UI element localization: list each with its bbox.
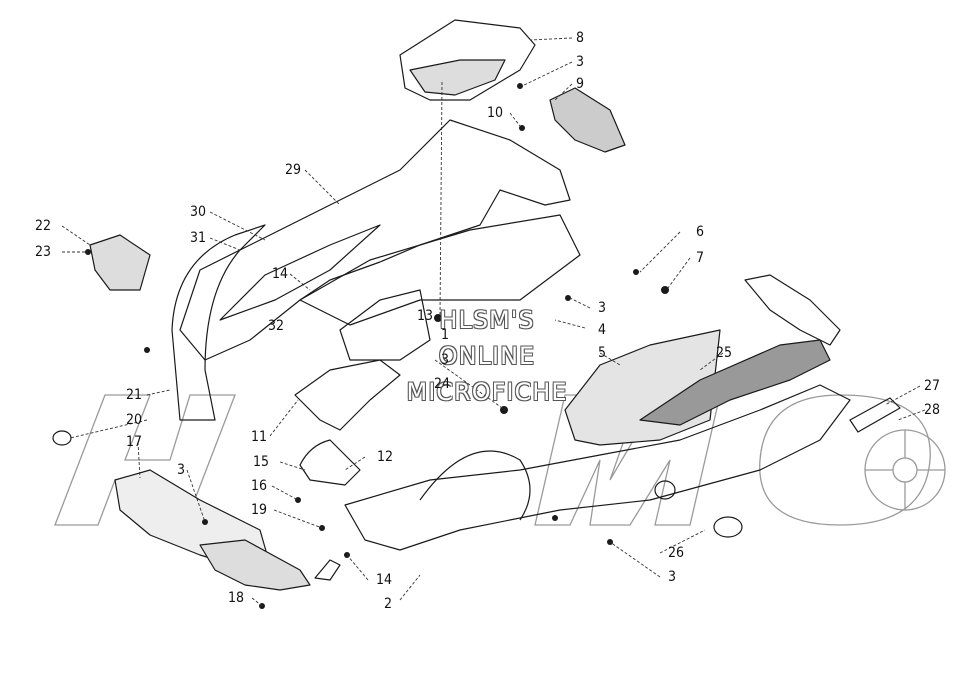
part-2-chassis bbox=[344, 384, 851, 551]
callout-8: 8 bbox=[575, 30, 585, 46]
part-8-tray bbox=[399, 19, 536, 101]
callout-28: 28 bbox=[923, 402, 941, 418]
callout-3e: 3 bbox=[667, 569, 677, 585]
callout-29: 29 bbox=[284, 162, 302, 178]
part-25-decal bbox=[639, 339, 831, 426]
watermark-line-2: ONLINE bbox=[438, 342, 536, 370]
callout-11: 11 bbox=[250, 429, 268, 445]
callout-7: 7 bbox=[695, 250, 705, 266]
callout-12: 12 bbox=[376, 449, 394, 465]
callout-14a: 14 bbox=[271, 266, 289, 282]
callout-2: 2 bbox=[383, 596, 393, 612]
part-outlines bbox=[52, 19, 901, 591]
callout-20: 20 bbox=[125, 412, 143, 428]
callout-30: 30 bbox=[189, 204, 207, 220]
callout-3c: 3 bbox=[440, 352, 450, 368]
part-18-lower-pan bbox=[199, 539, 311, 591]
part-4-dash bbox=[299, 214, 581, 326]
watermark-line-1: HLSM'S bbox=[439, 306, 535, 334]
part-9-vent bbox=[549, 87, 626, 153]
callout-24: 24 bbox=[433, 376, 451, 392]
part-15-bracket bbox=[299, 439, 361, 486]
callout-3d: 3 bbox=[176, 462, 186, 478]
callout-3b: 3 bbox=[597, 300, 607, 316]
callout-19: 19 bbox=[250, 502, 268, 518]
part-11-bellypan bbox=[294, 359, 401, 431]
leader-lines bbox=[61, 37, 926, 607]
callout-18: 18 bbox=[227, 590, 245, 606]
callout-13: 13 bbox=[416, 308, 434, 324]
callout-15: 15 bbox=[252, 454, 270, 470]
callout-27: 27 bbox=[923, 378, 941, 394]
callout-32: 32 bbox=[267, 318, 285, 334]
callout-1: 1 bbox=[440, 327, 450, 343]
part-30-fairing bbox=[171, 224, 266, 421]
callout-14b: 14 bbox=[375, 572, 393, 588]
part-22-headlight bbox=[89, 234, 151, 291]
part-27-plate bbox=[849, 397, 901, 433]
callout-26: 26 bbox=[667, 545, 685, 561]
callout-22: 22 bbox=[34, 218, 52, 234]
callout-16: 16 bbox=[250, 478, 268, 494]
callout-10: 10 bbox=[486, 105, 504, 121]
callout-25: 25 bbox=[715, 345, 733, 361]
callout-6: 6 bbox=[695, 224, 705, 240]
callout-3a: 3 bbox=[575, 54, 585, 70]
callout-5: 5 bbox=[597, 345, 607, 361]
callout-23: 23 bbox=[34, 244, 52, 260]
part-20-grommet bbox=[52, 430, 72, 446]
callout-17: 17 bbox=[125, 434, 143, 450]
part-26-cap bbox=[713, 516, 743, 538]
callout-9: 9 bbox=[575, 76, 585, 92]
callout-21: 21 bbox=[125, 387, 143, 403]
callout-31: 31 bbox=[189, 230, 207, 246]
callout-4: 4 bbox=[597, 322, 607, 338]
watermark-line-3: MICROFICHE bbox=[406, 378, 568, 406]
